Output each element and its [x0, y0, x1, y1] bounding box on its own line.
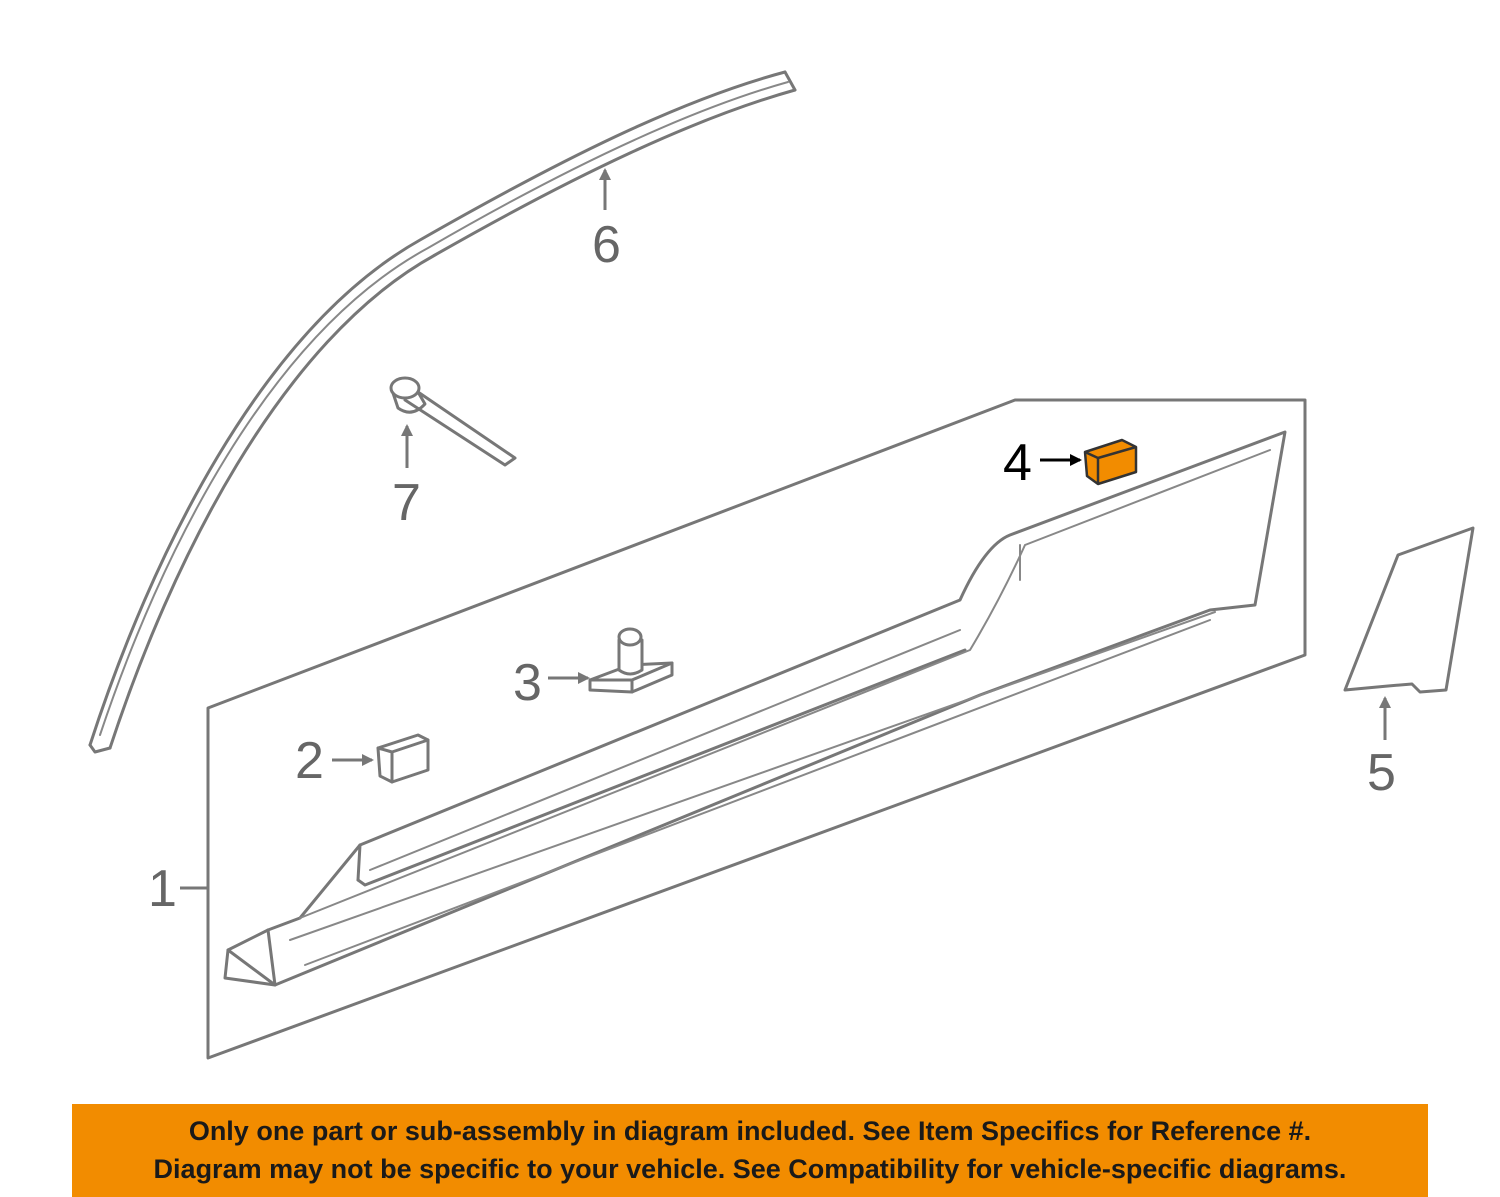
callout-4: 4 — [1003, 434, 1032, 492]
part-4-clip-highlighted — [1083, 438, 1138, 486]
disclaimer-line-1: Only one part or sub-assembly in diagram… — [188, 1116, 1312, 1146]
part-3-stud — [588, 627, 674, 694]
callout-5: 5 — [1367, 744, 1396, 802]
disclaimer-line-2: Diagram may not be specific to your vehi… — [153, 1154, 1347, 1184]
disclaimer-banner: Only one part or sub-assembly in diagram… — [72, 1104, 1428, 1197]
part-7-push-pin — [389, 376, 517, 467]
part-5-applique — [1343, 526, 1475, 694]
callout-1: 1 — [148, 860, 177, 918]
parts-diagram: 1 2 3 4 5 6 7 — [88, 70, 1475, 1060]
callout-7: 7 — [392, 474, 421, 532]
leader-lines — [180, 168, 1391, 890]
callout-2: 2 — [295, 732, 324, 790]
callout-6: 6 — [592, 216, 621, 274]
part-6-roof-molding — [88, 70, 797, 754]
part-2-clip — [376, 733, 430, 784]
part-1-rocker-molding — [206, 398, 1307, 1060]
callout-3: 3 — [513, 654, 542, 712]
